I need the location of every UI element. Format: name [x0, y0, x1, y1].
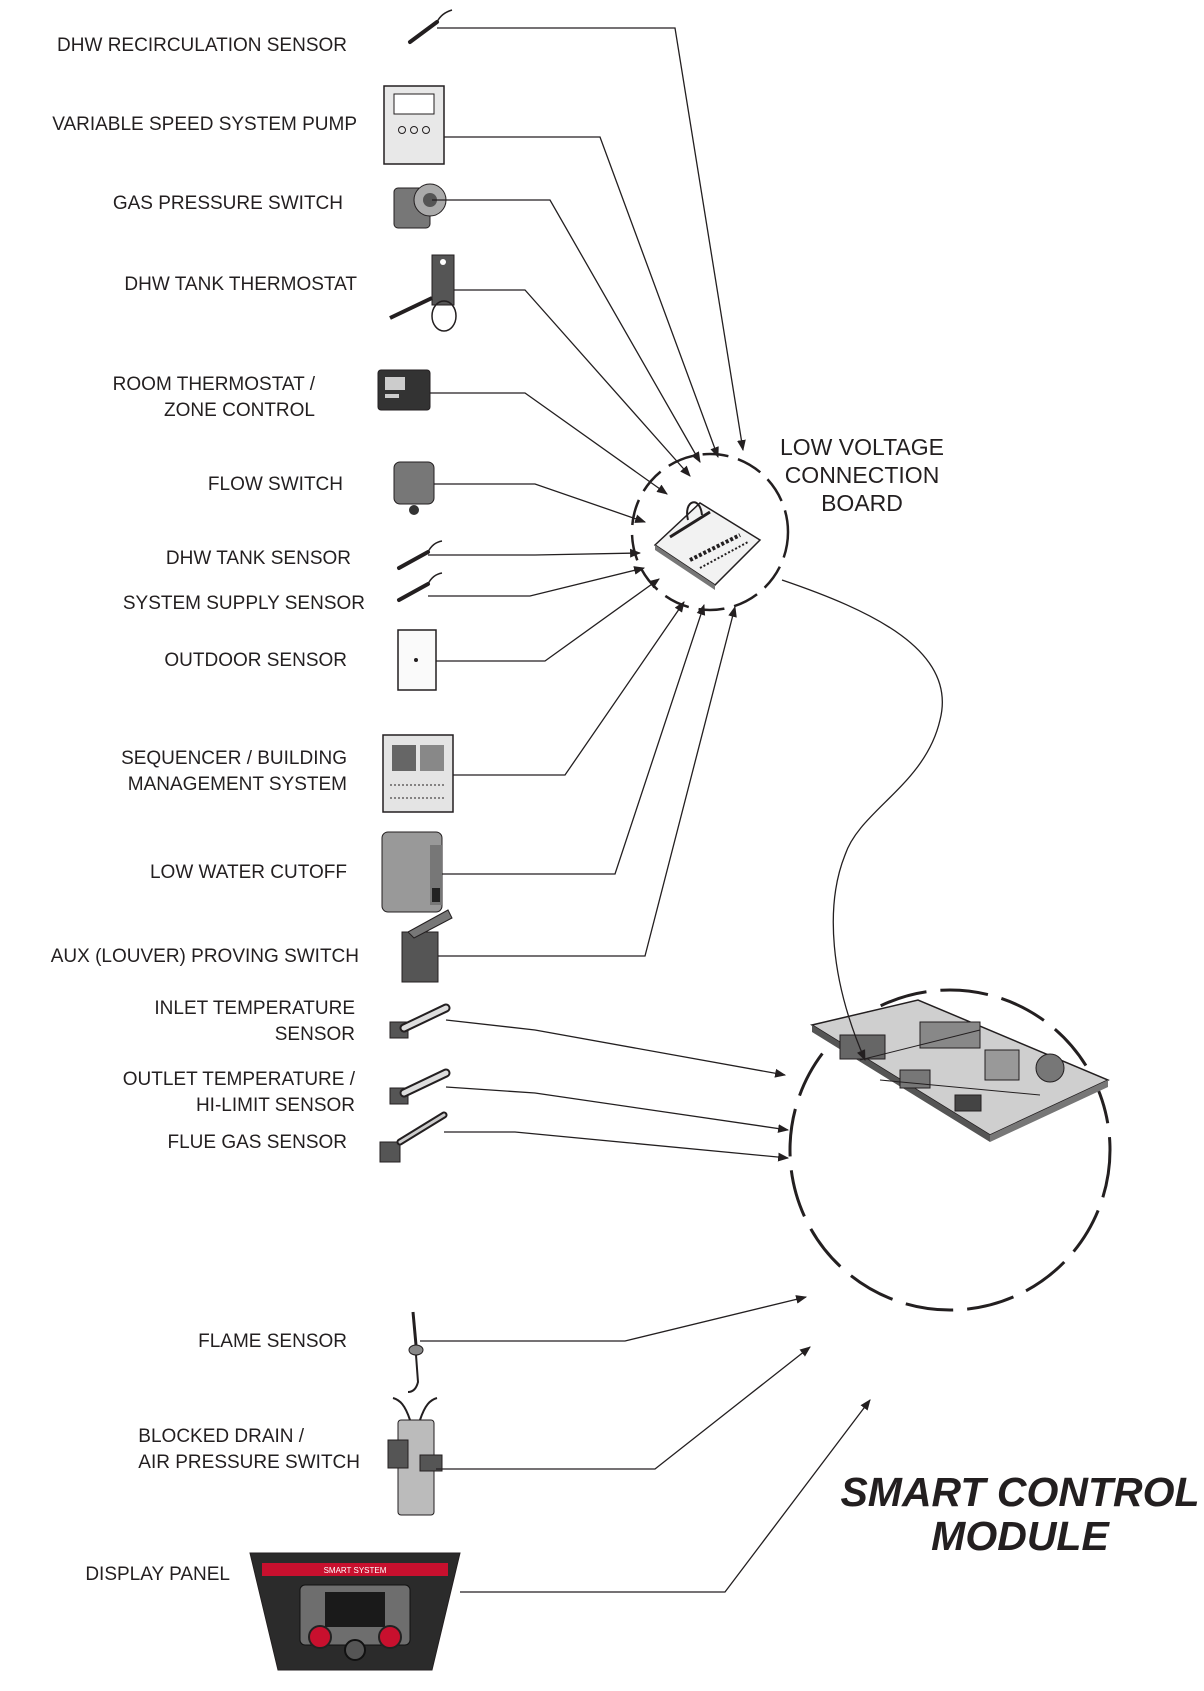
- gas-pressure-switch-icon: [393, 183, 447, 229]
- variable-speed-pump-icon: [383, 85, 445, 165]
- label-flow-switch: FLOW SWITCH: [207, 474, 343, 495]
- aux-proving-switch-icon: [401, 909, 453, 983]
- label-outdoor-sensor: OUTDOOR SENSOR: [164, 650, 347, 671]
- smart-control-module-hub: [788, 988, 1112, 1312]
- label-flame-sensor: FLAME SENSOR: [198, 1331, 347, 1352]
- low-voltage-board-pcb: [653, 501, 762, 590]
- label-room-thermostat-zone-control: ROOM THERMOSTAT /ZONE CONTROL: [112, 374, 315, 421]
- left-button-icon: [308, 1625, 332, 1649]
- label-system-supply-sensor: SYSTEM SUPPLY SENSOR: [122, 593, 365, 614]
- label-variable-speed-system-pump: VARIABLE SPEED SYSTEM PUMP: [52, 114, 357, 135]
- label-gas-pressure-switch: GAS PRESSURE SWITCH: [112, 193, 343, 214]
- flame-sensor-icon: [407, 1311, 424, 1393]
- system-supply-sensor-icon: [397, 572, 443, 602]
- dhw-tank-thermostat-icon: [389, 254, 457, 332]
- blocked-drain-switch-icon: [387, 1397, 443, 1516]
- label-blocked-drain-switch: BLOCKED DRAIN /AIR PRESSURE SWITCH: [138, 1426, 360, 1473]
- display-panel-icon: SMART SYSTEM: [249, 1552, 461, 1671]
- inlet-temperature-sensor-icon: [389, 1003, 451, 1039]
- outdoor-sensor-icon: [397, 629, 437, 691]
- center-knob-icon: [344, 1639, 366, 1661]
- low-voltage-board-hub: [630, 452, 790, 612]
- smart-control-module-pcb: [810, 999, 1110, 1142]
- label-flue-gas-sensor: FLUE GAS SENSOR: [167, 1132, 348, 1153]
- outlet-temperature-sensor-icon: [389, 1068, 451, 1105]
- right-button-icon: [378, 1625, 402, 1649]
- connection-wires: [420, 27, 943, 1593]
- label-display-panel: DISPLAY PANEL: [85, 1564, 230, 1585]
- low-water-cutoff-icon: [381, 831, 443, 913]
- sequencer-bms-icon: [382, 734, 454, 813]
- label-dhw-tank-sensor: DHW TANK SENSOR: [165, 548, 351, 569]
- dhw-tank-sensor-icon: [397, 540, 443, 570]
- label-low-water-cutoff: LOW WATER CUTOFF: [149, 862, 347, 883]
- dhw-recirculation-sensor-icon: [408, 9, 453, 44]
- flue-gas-sensor-icon: [379, 1111, 448, 1163]
- label-aux-louver-proving-switch: AUX (LOUVER) PROVING SWITCH: [50, 946, 359, 967]
- smart-control-module-title: SMART CONTROL MODULE: [840, 1469, 1200, 1559]
- low-voltage-board-label: LOW VOLTAGE CONNECTION BOARD: [779, 434, 944, 516]
- flow-switch-icon: [393, 461, 435, 515]
- label-dhw-recirculation-sensor: DHW RECIRCULATION SENSOR: [57, 35, 347, 56]
- display-panel-brand: SMART SYSTEM: [324, 1566, 387, 1575]
- label-outlet-temperature-sensor: OUTLET TEMPERATURE /HI-LIMIT SENSOR: [122, 1069, 355, 1116]
- label-dhw-tank-thermostat: DHW TANK THERMOSTAT: [124, 274, 357, 295]
- room-thermostat-icon: [377, 369, 431, 411]
